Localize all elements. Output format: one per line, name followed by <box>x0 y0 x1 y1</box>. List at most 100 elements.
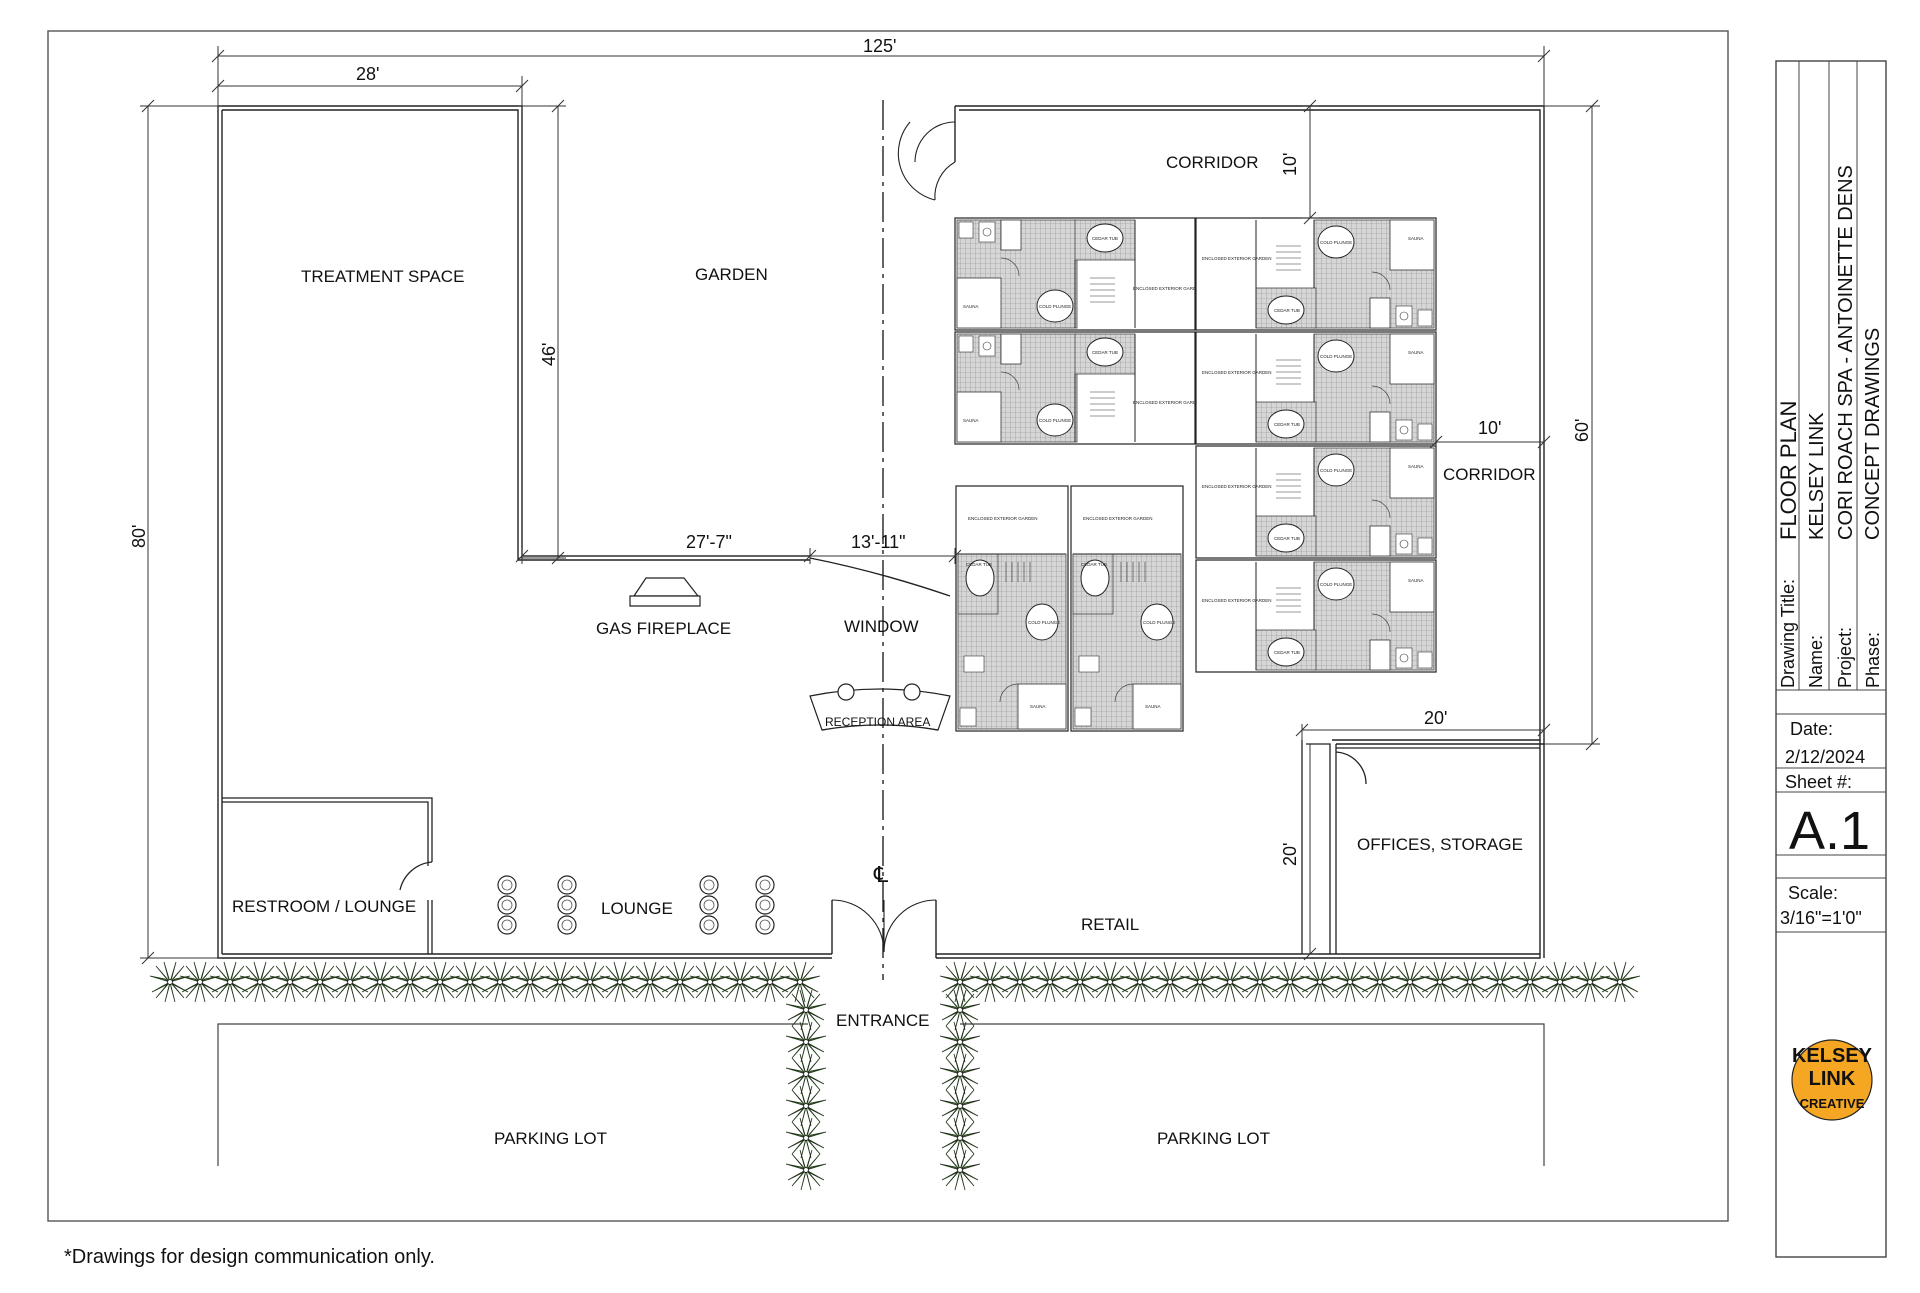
label-treatment-space: TREATMENT SPACE <box>301 267 464 286</box>
dim-overall-depth: 80' <box>129 525 149 548</box>
den-modules <box>954 217 1437 732</box>
plant <box>239 961 281 1003</box>
sheet-border <box>47 30 1729 1222</box>
dim-office-depth: 20' <box>1280 843 1300 866</box>
phase-label: Phase: <box>1863 632 1883 688</box>
plant <box>1359 961 1401 1003</box>
reception-desk <box>809 683 951 731</box>
plant <box>779 961 821 1003</box>
label-parking-left: PARKING LOT <box>494 1129 607 1148</box>
plant <box>1269 961 1311 1003</box>
landscape-plants <box>149 961 1641 1191</box>
plant <box>785 1085 827 1127</box>
plant <box>1509 961 1551 1003</box>
centerline-symbol: ℄ <box>873 862 889 887</box>
plant <box>1119 961 1161 1003</box>
plant <box>1419 961 1461 1003</box>
svg-text:LINK: LINK <box>1809 1068 1856 1090</box>
plant <box>629 961 671 1003</box>
plant <box>785 1053 827 1095</box>
label-corridor-top: CORRIDOR <box>1166 153 1259 172</box>
plant <box>569 961 611 1003</box>
plant <box>509 961 551 1003</box>
label-reception-area: RECEPTION AREA <box>825 715 930 729</box>
plant <box>659 961 701 1003</box>
plant <box>149 961 191 1003</box>
label-restroom-lounge: RESTROOM / LOUNGE <box>232 897 416 916</box>
dimension-lines <box>140 46 1600 965</box>
plant <box>1149 961 1191 1003</box>
disclaimer-note: *Drawings for design communication only. <box>64 1246 435 1268</box>
plant <box>689 961 731 1003</box>
plant <box>1209 961 1251 1003</box>
svg-text:KELSEY: KELSEY <box>1792 1045 1873 1067</box>
scale-value: 3/16"=1'0" <box>1780 908 1862 928</box>
plant <box>969 961 1011 1003</box>
plant <box>299 961 341 1003</box>
plant <box>1479 961 1521 1003</box>
plant <box>785 1117 827 1159</box>
plant <box>1239 961 1281 1003</box>
scale-label: Scale: <box>1788 883 1838 903</box>
drawing-title-label: Drawing Title: <box>1778 579 1798 688</box>
plant <box>785 1021 827 1063</box>
label-corridor-right: CORRIDOR <box>1443 465 1536 484</box>
label-parking-right: PARKING LOT <box>1157 1129 1270 1148</box>
plant <box>939 1149 981 1191</box>
dim-right-depth: 60' <box>1572 419 1592 442</box>
plant <box>1299 961 1341 1003</box>
project-label: Project: <box>1835 627 1855 688</box>
project-value: CORI ROACH SPA - ANTOINETTE DENS <box>1835 165 1857 540</box>
dim-garden-depth: 46' <box>539 343 559 366</box>
label-offices-storage: OFFICES, STORAGE <box>1357 835 1523 854</box>
plant <box>359 961 401 1003</box>
entrance-door <box>831 899 937 953</box>
label-retail: RETAIL <box>1081 915 1139 934</box>
sheet-number: A.1 <box>1789 801 1870 861</box>
label-entrance: ENTRANCE <box>836 1011 930 1030</box>
plant <box>329 961 371 1003</box>
plant <box>1599 961 1641 1003</box>
plant <box>1569 961 1611 1003</box>
plant <box>209 961 251 1003</box>
name-label: Name: <box>1806 635 1826 688</box>
plant <box>1389 961 1431 1003</box>
plant <box>1059 961 1101 1003</box>
date-label: Date: <box>1790 719 1833 739</box>
label-window: WINDOW <box>844 617 919 636</box>
plant <box>719 961 761 1003</box>
label-lounge: LOUNGE <box>601 899 673 918</box>
parking-lots <box>217 1023 1545 1166</box>
plant <box>939 1085 981 1127</box>
plant <box>419 961 461 1003</box>
plant <box>1539 961 1581 1003</box>
dim-corridor-right: 10' <box>1478 418 1501 438</box>
plant <box>999 961 1041 1003</box>
restroom-walls <box>222 797 433 954</box>
plant <box>939 1117 981 1159</box>
plant <box>749 961 791 1003</box>
gas-fireplace <box>629 577 701 607</box>
plant <box>1029 961 1071 1003</box>
plant <box>449 961 491 1003</box>
sheet-label: Sheet #: <box>1785 772 1852 792</box>
dim-office-width: 20' <box>1424 708 1447 728</box>
plant <box>785 1149 827 1191</box>
plant <box>269 961 311 1003</box>
plant <box>179 961 221 1003</box>
plant <box>1449 961 1491 1003</box>
dim-corridor-top: 10' <box>1280 153 1300 176</box>
dim-overall-width: 125' <box>863 36 896 56</box>
plant <box>1329 961 1371 1003</box>
phase-value: CONCEPT DRAWINGS <box>1862 328 1884 540</box>
plant <box>389 961 431 1003</box>
plant <box>939 961 981 1003</box>
plant <box>539 961 581 1003</box>
corridor-door <box>897 121 956 201</box>
exterior-walls <box>217 105 1545 959</box>
plant <box>939 1053 981 1095</box>
plant <box>599 961 641 1003</box>
plant <box>1089 961 1131 1003</box>
dim-wall-27: 27'-7" <box>686 532 732 552</box>
